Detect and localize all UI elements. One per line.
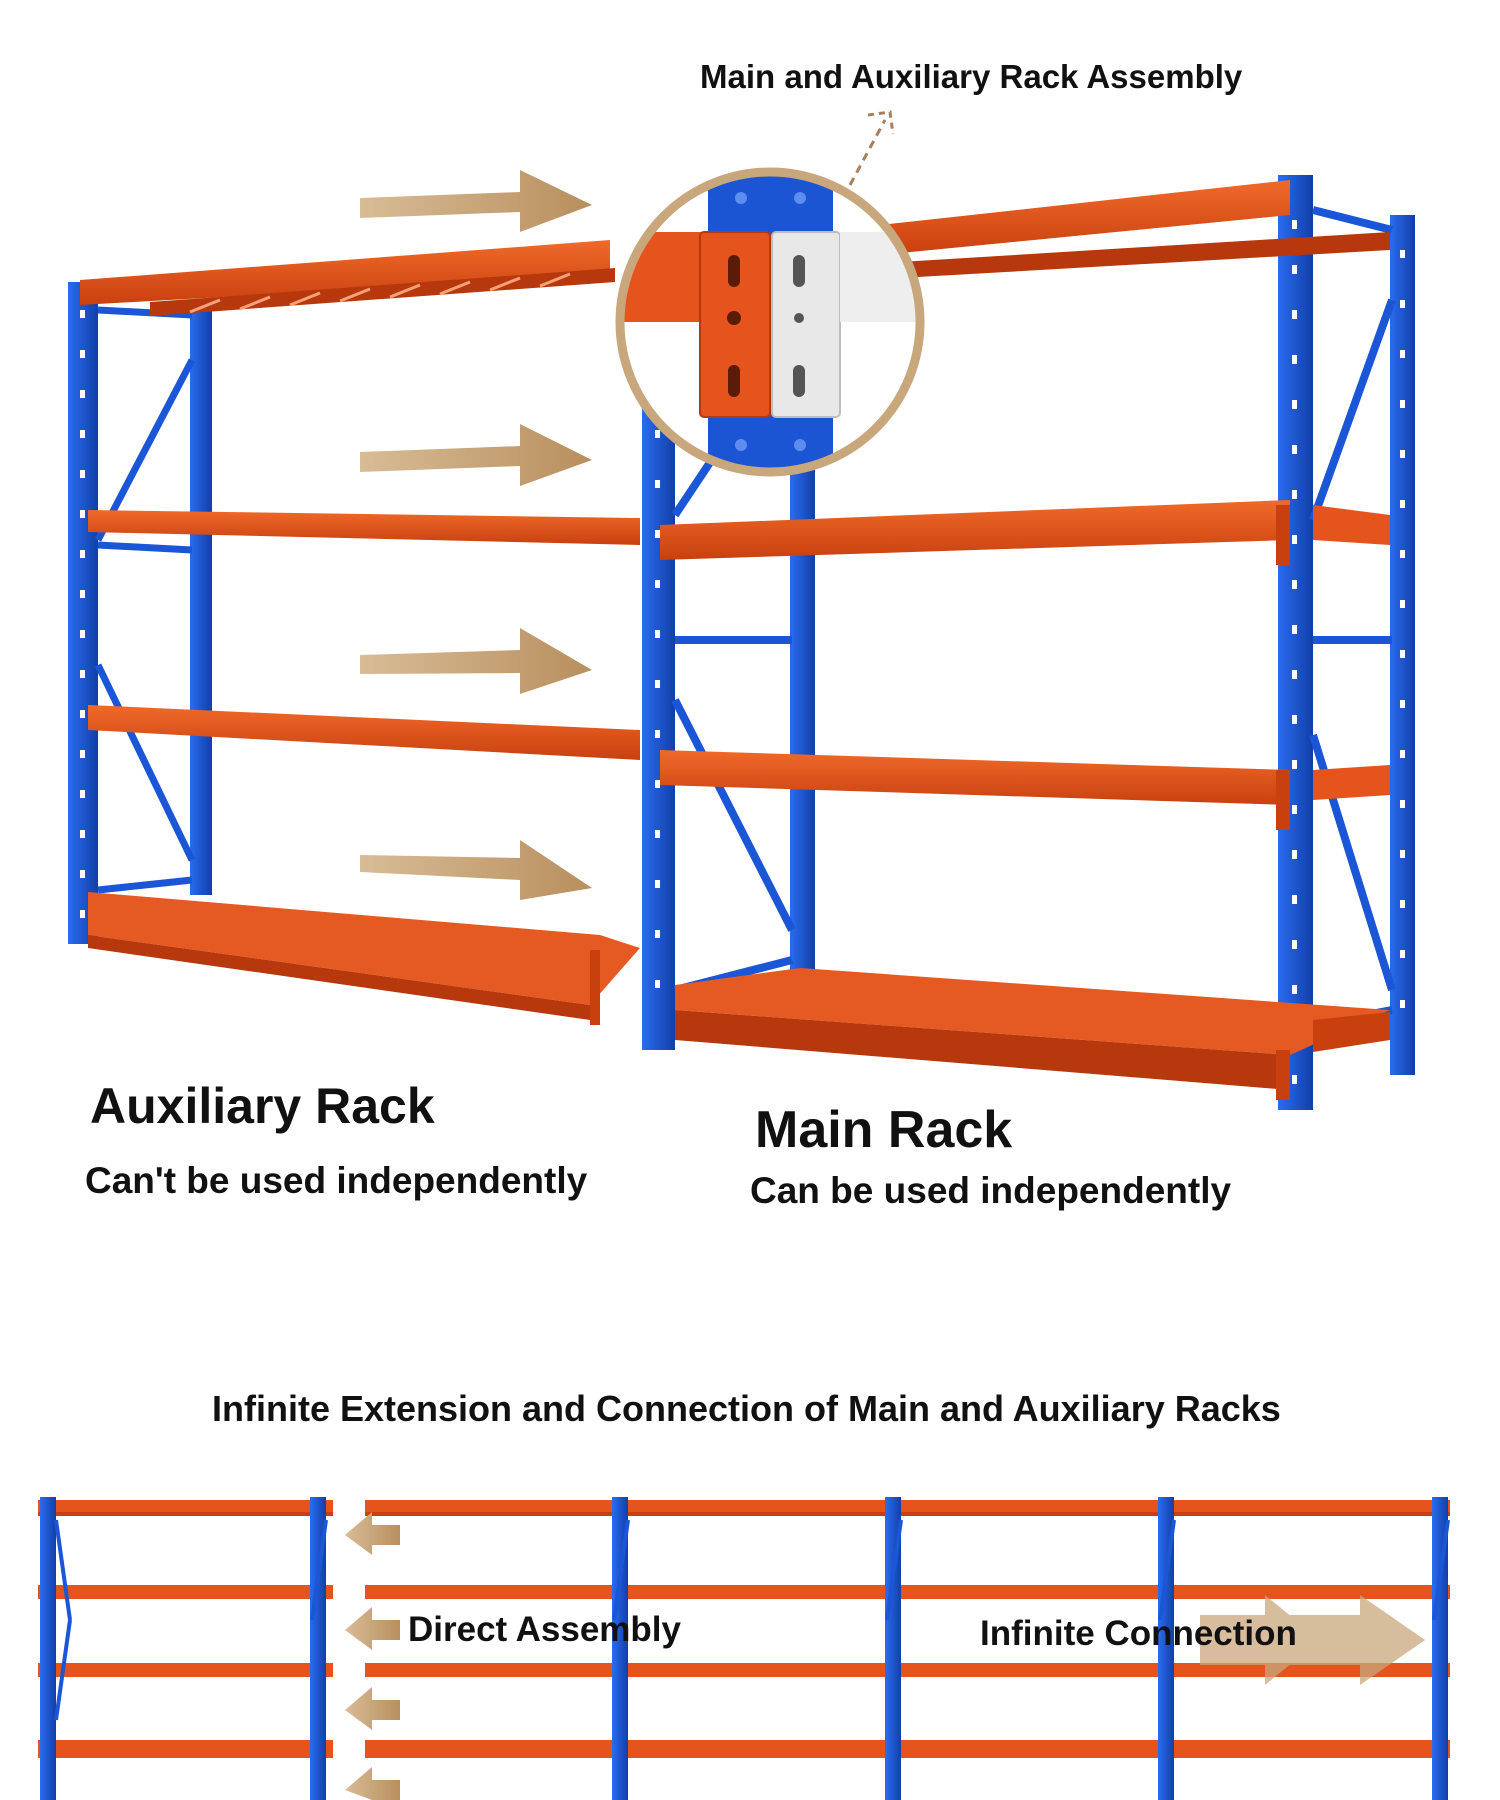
arrow-left-icon [345,1687,400,1730]
aux-shelf-2 [88,510,640,545]
aux-top-beam [80,240,610,305]
main-back-upright [1390,215,1415,1075]
assembly-arrows [360,170,592,900]
arrow-right-icon [1280,1595,1425,1685]
strip-upright [885,1497,901,1800]
main-rack-illustration [642,175,1415,1110]
aux-shelf-3 [88,705,640,760]
auxiliary-rack-title: Auxiliary Rack [90,1078,435,1134]
arrow-left-icon [345,1607,400,1650]
main-top-beam [880,180,1290,255]
strip-upright [1432,1497,1448,1800]
aux-front-upright [68,282,98,944]
auxiliary-rack-subtitle: Can't be used independently [85,1160,588,1201]
arrow-right-icon [360,170,592,232]
extension-rack-strip [38,1497,1450,1800]
aux-shelf-bottom [88,892,640,1005]
strip-upright [310,1497,326,1800]
extension-title: Infinite Extension and Connection of Mai… [212,1388,1281,1429]
main-shelf-3 [660,750,1290,805]
infinite-connection-label: Infinite Connection [980,1614,1297,1653]
main-shelf-bottom [675,968,1390,1055]
arrow-right-icon [360,424,592,486]
arrow-right-icon [360,840,592,900]
strip-upright [40,1497,56,1800]
arrow-right-icon [360,628,592,694]
direct-assembly-label: Direct Assembly [408,1610,681,1649]
auxiliary-rack-illustration [68,240,640,1025]
main-rack-subtitle: Can be used independently [750,1170,1232,1211]
main-shelf-2 [660,500,1290,560]
callout-title: Main and Auxiliary Rack Assembly [700,58,1243,95]
aux-back-upright [190,300,212,895]
strip-upright [1158,1497,1174,1800]
arrow-left-icon [345,1512,400,1555]
main-left-upright [642,360,675,1050]
main-right-upright [1278,175,1313,1110]
main-rack-title: Main Rack [755,1101,1013,1159]
strip-upright [612,1497,628,1800]
arrow-left-icon [345,1767,400,1800]
magnifier-callout-icon [615,110,925,477]
